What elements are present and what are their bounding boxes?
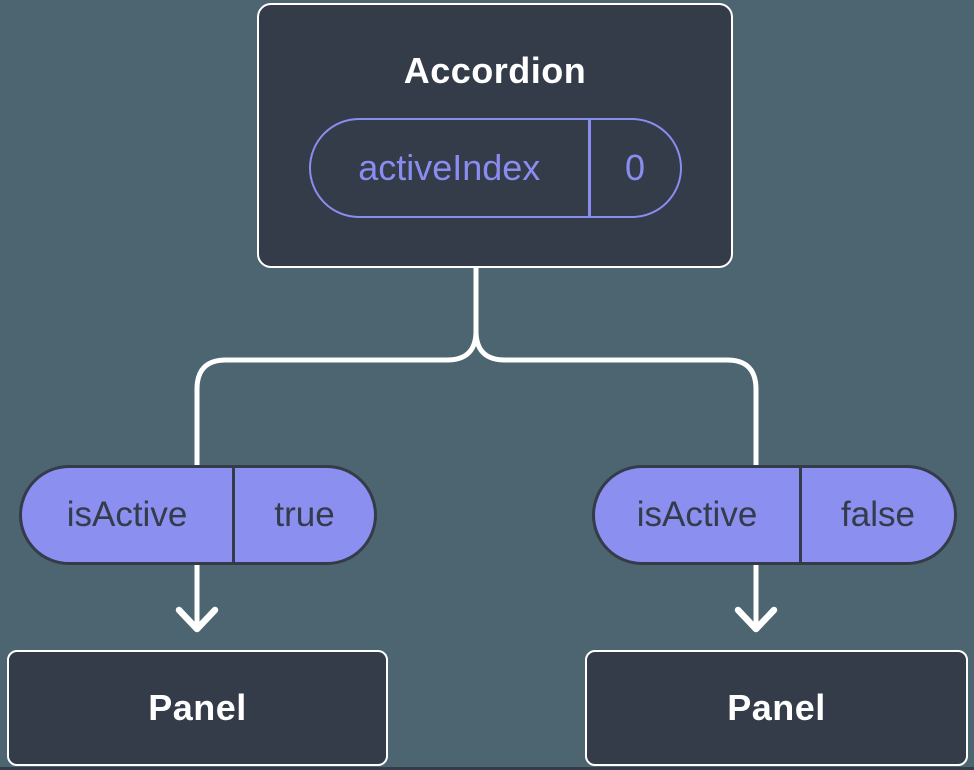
pill-divider — [799, 468, 802, 562]
accordion-node: Accordion activeIndex 0 — [257, 3, 733, 268]
prop-value-label: true — [274, 495, 335, 534]
prop-value-label: 0 — [624, 147, 646, 188]
root-to-left-connector — [194, 266, 479, 465]
prop-value-label: false — [841, 495, 915, 534]
pill-divider — [232, 468, 235, 562]
is-active-pill-right: isActive false — [592, 465, 957, 565]
prop-name-label: isActive — [66, 495, 188, 534]
left-arrowhead-icon — [175, 606, 219, 633]
pill-divider — [588, 120, 591, 216]
active-index-pill: activeIndex 0 — [308, 118, 682, 218]
root-to-right-connector — [473, 330, 759, 465]
accordion-title: Accordion — [403, 50, 587, 91]
prop-name-label: isActive — [636, 495, 758, 534]
prop-name-label: activeIndex — [358, 147, 541, 188]
right-arrowhead-icon — [734, 606, 778, 633]
is-active-pill-left: isActive true — [19, 465, 377, 565]
panel-node-left: Panel — [7, 650, 388, 766]
bottom-edge-strip — [0, 767, 974, 770]
panel-node-right: Panel — [585, 650, 968, 766]
